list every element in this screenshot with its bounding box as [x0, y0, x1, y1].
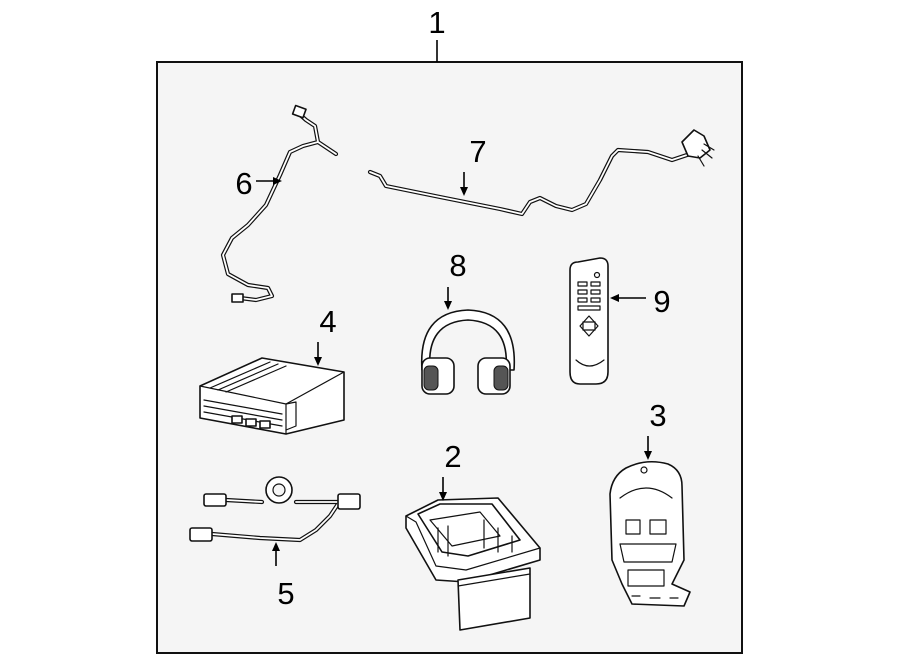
callout-5-label: 5: [277, 576, 294, 611]
callout-7: 7: [460, 134, 487, 196]
cable-icon: [220, 104, 339, 303]
callout-5: 5: [272, 542, 295, 611]
callout-1: 1: [428, 5, 446, 62]
remote-control-icon: [569, 257, 609, 385]
callout-9: 9: [610, 284, 671, 319]
callout-3-label: 3: [649, 398, 666, 433]
wiring-harness-icon: [189, 476, 361, 543]
callout-6: 6: [235, 166, 282, 201]
dvd-player-icon: [199, 357, 345, 435]
callout-4: 4: [314, 304, 337, 366]
cable-icon: [367, 129, 715, 217]
overhead-console-icon: [405, 497, 541, 631]
callout-8-label: 8: [449, 248, 466, 283]
callout-9-label: 9: [653, 284, 670, 319]
callout-2: 2: [439, 439, 462, 501]
callout-7-label: 7: [469, 134, 486, 169]
callout-8: 8: [444, 248, 467, 310]
headphones-icon: [420, 309, 516, 395]
callout-3: 3: [644, 398, 667, 460]
callout-6-label: 6: [235, 166, 252, 201]
callout-2-label: 2: [444, 439, 461, 474]
callout-4-label: 4: [319, 304, 336, 339]
mounting-bracket-icon: [609, 460, 691, 607]
callout-1-label: 1: [428, 5, 445, 40]
